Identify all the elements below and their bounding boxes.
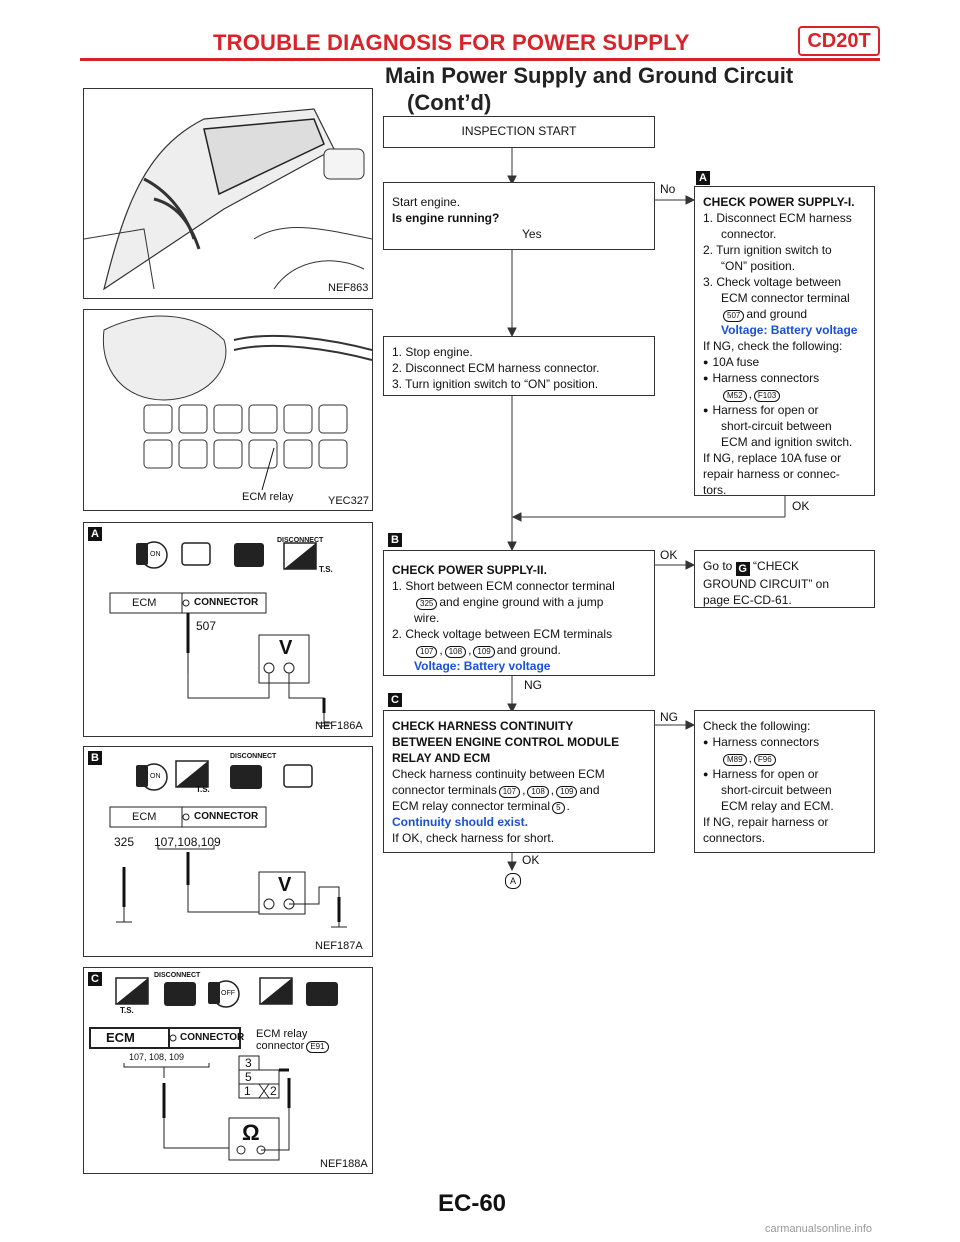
photo-panel-relay: ECM relay YEC327 xyxy=(83,309,373,511)
check-power-supply-1-box: CHECK POWER SUPPLY-I. 1. Disconnect ECM … xyxy=(694,186,875,497)
disconnect-label: DISCONNECT xyxy=(154,972,201,979)
voltage-check-diagram-2 xyxy=(109,760,347,928)
connector-f103-badge: F103 xyxy=(753,390,781,402)
connector-label: CONNECTOR xyxy=(180,1032,245,1043)
ignition-on-label: ON xyxy=(150,773,161,780)
terminal-325-badge: 325 xyxy=(416,598,438,610)
flow-ng-label: NG xyxy=(524,678,542,692)
flow-no-label: No xyxy=(660,182,676,196)
pin-2: 2 xyxy=(270,1084,277,1098)
flow-ng-label: NG xyxy=(660,710,678,724)
watermark: carmanualsonline.info xyxy=(765,1223,873,1235)
step-tag-b: B xyxy=(88,751,102,765)
photo-panel-ecm: NEF863 xyxy=(83,88,373,299)
ecm-label: ECM xyxy=(106,1030,135,1045)
step-tag-a: A xyxy=(696,171,710,185)
figure-id: NEF188A xyxy=(320,1158,368,1170)
inspection-start-box: INSPECTION START xyxy=(383,116,655,148)
disconnect-label: DISCONNECT xyxy=(230,753,277,760)
flow-ok-label: OK xyxy=(660,548,678,562)
header-rule xyxy=(80,58,880,61)
go-to-ground-circuit-box: Go to G “CHECK GROUND CIRCUIT” on page E… xyxy=(694,550,875,608)
figure-id: YEC327 xyxy=(328,495,369,507)
connector-label: CONNECTOR xyxy=(194,811,259,822)
terminal-507-badge: 507 xyxy=(723,310,745,322)
check-harness-continuity-box: CHECK HARNESS CONTINUITY BETWEEN ENGINE … xyxy=(383,710,655,853)
check-power-supply-2-box: CHECK POWER SUPPLY-II. 1. Short between … xyxy=(383,550,655,676)
section-title: TROUBLE DIAGNOSIS FOR POWER SUPPLY xyxy=(213,30,690,55)
terminals-label: 107, 108, 109 xyxy=(129,1052,185,1062)
ecm-photo-illustration xyxy=(84,89,372,298)
ecm-relay-label: ECM relay xyxy=(242,491,294,503)
terminal-5-badge: 5 xyxy=(552,802,565,814)
diagram-panel-b: B DISCONNECT ON T.S. ECM CONNECTOR 325 1… xyxy=(83,746,373,957)
ts-label: T.S. xyxy=(120,1006,134,1015)
step-tag-c: C xyxy=(88,972,102,986)
voltage-check-diagram xyxy=(109,541,332,727)
page-subtitle: Main Power Supply and Ground Circuit (Co… xyxy=(385,63,794,115)
terminal-107-109-label: 107,108,109 xyxy=(154,835,221,849)
ecm-label: ECM xyxy=(132,811,157,823)
stop-engine-box: 1. Stop engine. 2. Disconnect ECM harnes… xyxy=(383,336,655,396)
page-number: EC-60 xyxy=(438,1190,507,1217)
terminal-507-label: 507 xyxy=(196,619,217,633)
figure-id: NEF863 xyxy=(328,282,369,294)
step-tag-a: A xyxy=(88,527,102,541)
pin-1: 1 xyxy=(244,1084,251,1098)
ignition-on-label: ON xyxy=(150,551,161,558)
check-following-box: Check the following: Harness connectors … xyxy=(694,710,875,853)
ts-label: T.S. xyxy=(319,565,333,574)
continuity-check-diagram xyxy=(89,977,338,1161)
ts-label: T.S. xyxy=(196,785,210,794)
disconnect-label: DISCONNECT xyxy=(277,537,324,544)
connector-f96-badge: F96 xyxy=(753,754,776,766)
ecm-label: ECM xyxy=(132,597,157,609)
step-tag-g: G xyxy=(735,562,750,576)
step-tag-c: C xyxy=(388,693,402,707)
ohmmeter-label: Ω xyxy=(242,1120,260,1145)
connector-e91-badge: E91 xyxy=(306,1041,329,1053)
flow-ok-label: OK xyxy=(522,853,540,867)
diagram-panel-c: C DISCONNECT OFF T.S. ECM CONNECTOR ECM … xyxy=(83,967,373,1174)
figure-id: NEF186A xyxy=(315,720,363,732)
step-tag-b: B xyxy=(388,533,402,547)
connector-m52-badge: M52 xyxy=(723,390,747,402)
ignition-off-label: OFF xyxy=(221,990,235,997)
figure-id: NEF187A xyxy=(315,940,363,952)
diagram-panel-a: A DISCONNECT ON T.S. ECM CONNECTOR 507 V… xyxy=(83,522,373,737)
pin-5: 5 xyxy=(245,1070,252,1084)
terminal-325-label: 325 xyxy=(114,835,135,849)
pin-3: 3 xyxy=(245,1056,252,1070)
relay-photo-illustration xyxy=(84,310,372,510)
end-marker-a: A xyxy=(505,873,521,889)
voltmeter-label: V xyxy=(278,874,292,896)
voltmeter-label: V xyxy=(279,637,293,659)
flow-ok-label: OK xyxy=(792,499,810,513)
connector-label: CONNECTOR xyxy=(194,597,259,608)
engine-code-badge: CD20T xyxy=(798,26,880,56)
start-engine-box: Start engine. Is engine running? Yes xyxy=(383,182,655,250)
connector-m89-badge: M89 xyxy=(723,754,747,766)
